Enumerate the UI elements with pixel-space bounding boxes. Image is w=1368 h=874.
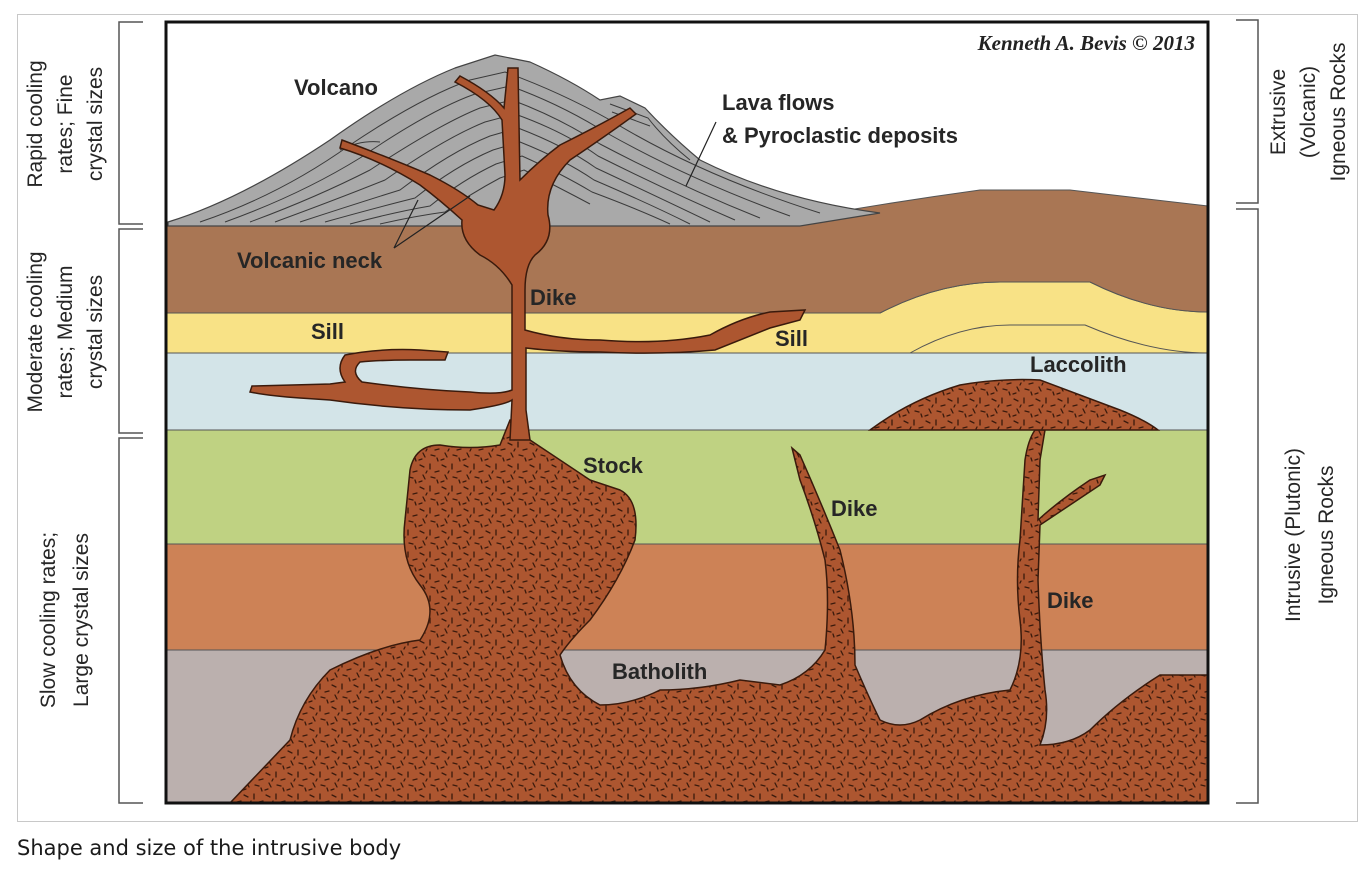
batholith (228, 419, 1208, 803)
label-stock: Stock (583, 453, 644, 478)
igneous-intrusions-diagram: Volcano Lava flows & Pyroclastic deposit… (24, 19, 1350, 805)
green-layer (166, 429, 1208, 545)
intrusive-line2: Igneous Rocks (1315, 466, 1338, 605)
intrusive-line1: Intrusive (Plutonic) (1282, 448, 1305, 622)
label-dike-middle: Dike (831, 496, 877, 521)
label-volcanic-neck: Volcanic neck (237, 248, 383, 273)
slow-cooling-line1: Slow cooling rates; (37, 532, 60, 708)
laccolith (867, 378, 1161, 431)
volcanic-neck (249, 67, 807, 441)
label-sill-right: Sill (775, 326, 808, 351)
rapid-cooling-line2: rates; Fine (54, 74, 77, 173)
left-brackets (118, 21, 143, 804)
credit-text: Kenneth A. Bevis © 2013 (977, 31, 1195, 55)
leader-lines (393, 121, 717, 249)
slow-cooling-line2: Large crystal sizes (70, 533, 93, 707)
figure-caption: Shape and size of the intrusive body (17, 836, 402, 860)
rapid-cooling-line1: Rapid cooling (24, 60, 47, 187)
right-brackets (1236, 19, 1259, 804)
label-dike-upper: Dike (530, 285, 576, 310)
extrusive-line2: (Volcanic) (1297, 66, 1320, 158)
label-pyroclastic: & Pyroclastic deposits (722, 123, 958, 148)
extrusive-line1: Extrusive (1267, 69, 1290, 155)
label-lava-flows: Lava flows (722, 90, 834, 115)
label-dike-right: Dike (1047, 588, 1093, 613)
extrusive-line3: Igneous Rocks (1327, 43, 1350, 182)
moderate-cooling-line2: rates; Medium (54, 265, 77, 398)
label-laccolith: Laccolith (1030, 352, 1127, 377)
rapid-cooling-line3: crystal sizes (84, 67, 107, 181)
moderate-cooling-line1: Moderate cooling (24, 251, 47, 412)
label-batholith: Batholith (612, 659, 707, 684)
diagram-border (164, 20, 1210, 805)
moderate-cooling-line3: crystal sizes (84, 275, 107, 389)
label-sill-left: Sill (311, 319, 344, 344)
label-volcano: Volcano (294, 75, 378, 100)
volcano-cone (167, 54, 881, 227)
